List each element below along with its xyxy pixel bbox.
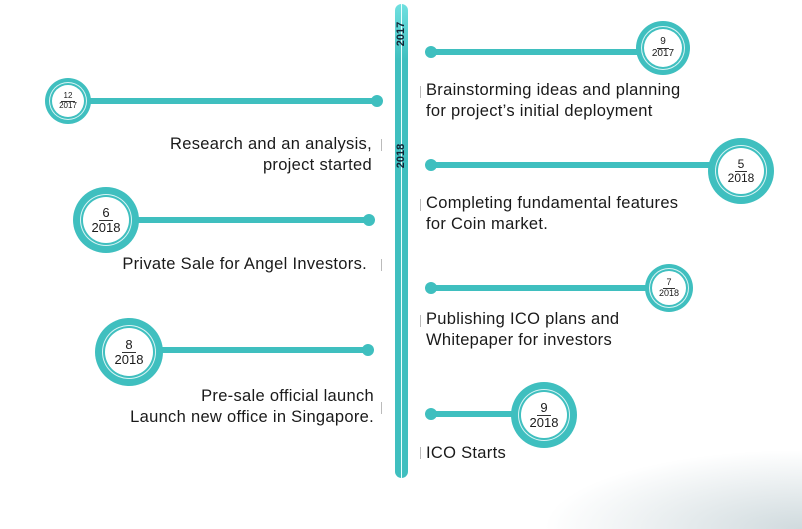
badge-year: 2018	[114, 351, 144, 367]
badge-month: 6	[99, 206, 113, 221]
badge-month: 7	[663, 277, 675, 289]
badge-month: 8	[122, 338, 136, 353]
connector-line	[430, 411, 530, 417]
event-text-line: project started	[262, 156, 372, 174]
event-text-line: Launch new office in Singapore.	[130, 408, 374, 426]
event-description: Private Sale for Angel Investors.	[122, 254, 367, 275]
event-description: ICO Starts	[426, 443, 506, 464]
event-text-line: Brainstorming ideas and planning	[426, 81, 681, 99]
connector-line	[80, 98, 376, 104]
tick-mark	[381, 139, 382, 151]
event-text-line: Whitepaper for investors	[426, 331, 613, 349]
decorative-dots	[542, 449, 802, 529]
event-text-line: Research and an analysis,	[170, 135, 372, 153]
connector-dot	[425, 408, 437, 420]
connector-line	[430, 162, 720, 168]
year-label-2018: 2018	[395, 143, 407, 169]
tick-mark	[420, 447, 421, 459]
tick-mark	[381, 402, 382, 414]
event-description: Brainstorming ideas and planning for proj…	[426, 80, 681, 122]
event-text-line: Publishing ICO plans and	[426, 310, 620, 328]
tick-mark	[420, 315, 421, 327]
badge-year: 2017	[59, 100, 77, 110]
tick-mark	[381, 259, 382, 271]
event-text-line: for project’s initial deployment	[426, 102, 653, 120]
badge-month: 5	[734, 158, 748, 172]
badge-month: 12	[60, 91, 76, 102]
event-description: Research and an analysis, project started	[170, 134, 372, 176]
connector-dot	[425, 46, 437, 58]
badge-year: 2018	[91, 219, 121, 235]
event-description: Completing fundamental features for Coin …	[426, 193, 678, 235]
year-label-2017: 2017	[395, 21, 407, 47]
connector-line	[150, 347, 370, 353]
badge-year: 2018	[529, 414, 559, 430]
event-text-line: ICO Starts	[426, 444, 507, 462]
event-text-line: Pre-sale official launch	[201, 387, 374, 405]
connector-dot	[363, 214, 375, 226]
event-text-line: Completing fundamental features	[426, 194, 679, 212]
connector-dot	[362, 344, 374, 356]
connector-dot	[425, 159, 437, 171]
connector-dot	[371, 95, 383, 107]
event-text-line: Private Sale for Angel Investors.	[122, 255, 367, 273]
connector-line	[430, 285, 655, 291]
connector-line	[130, 217, 370, 223]
connector-dot	[425, 282, 437, 294]
tick-mark	[420, 199, 421, 211]
tick-mark	[420, 86, 421, 98]
connector-line	[430, 49, 650, 55]
badge-year: 2018	[658, 287, 680, 298]
badge-month: 9	[657, 36, 669, 49]
event-text-line: for Coin market.	[426, 215, 549, 233]
badge-year: 2018	[727, 170, 755, 185]
badge-year: 2017	[651, 47, 675, 59]
badge-month: 9	[537, 401, 551, 416]
timeline-spine	[395, 4, 408, 478]
